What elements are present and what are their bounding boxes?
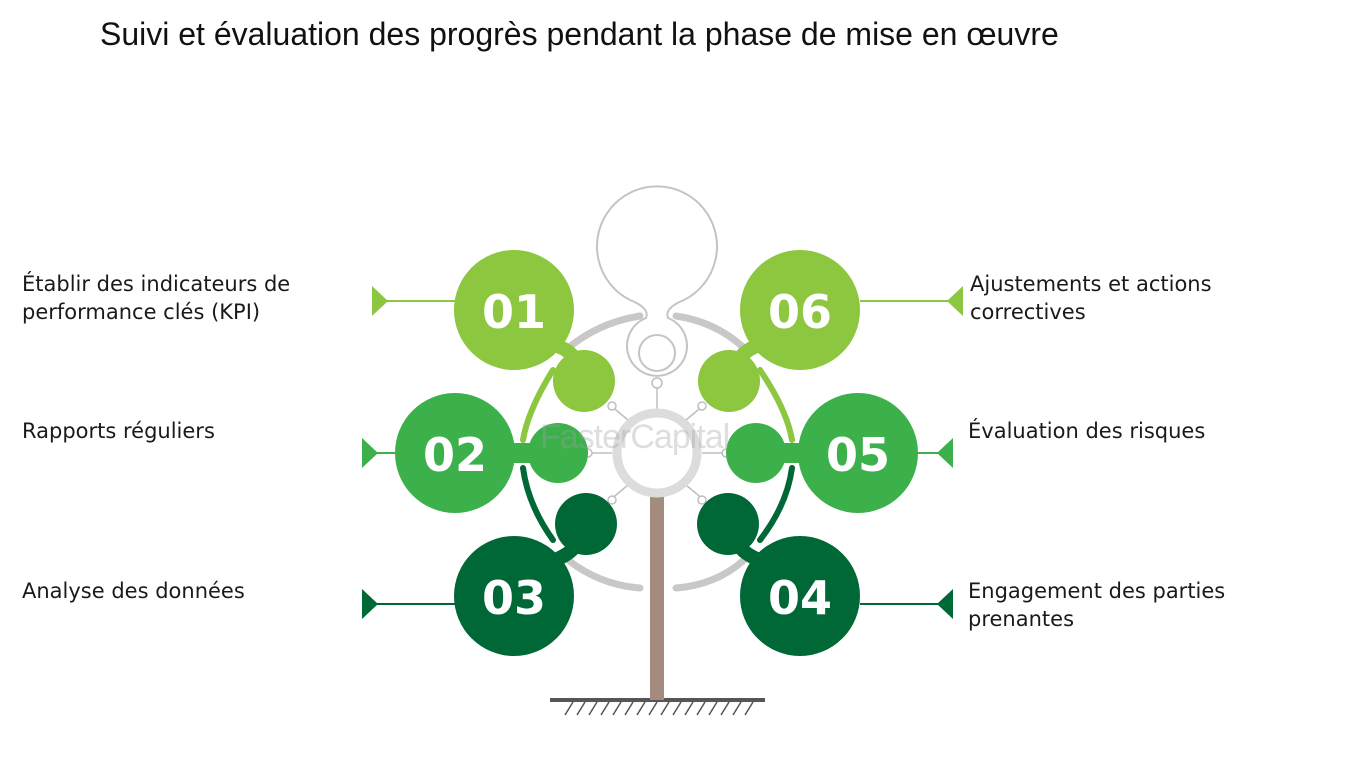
step-node-06: 06 — [698, 250, 963, 412]
step-label-05: Évaluation des risques — [968, 419, 1206, 443]
step-number-01: 01 — [482, 285, 546, 339]
step-node-04: 04 — [697, 493, 953, 656]
step-label-01: Établir des indicateurs de performance c… — [22, 272, 291, 324]
grey-arcs — [564, 312, 748, 592]
top-outline-bulb — [596, 185, 718, 377]
step-label-02: Rapports réguliers — [22, 419, 215, 443]
step-number-06: 06 — [768, 285, 832, 339]
step-node-03: 03 — [362, 493, 617, 656]
step-label-06: Ajustements et actions correctives — [970, 272, 1212, 324]
step-number-02: 02 — [423, 428, 487, 482]
step-number-04: 04 — [768, 571, 832, 625]
step-node-01: 01 — [372, 250, 615, 412]
green-vines — [520, 367, 795, 543]
step-number-03: 03 — [482, 571, 546, 625]
step-node-02: 02 — [362, 393, 588, 513]
watermark-logo: FasterCapital — [540, 418, 730, 456]
step-label-03: Analyse des données — [22, 579, 245, 603]
step-number-05: 05 — [826, 428, 890, 482]
center-ring — [612, 408, 702, 498]
tree-trunk — [650, 492, 664, 700]
ground-hatch — [564, 701, 754, 716]
step-label-04: Engagement des parties prenantes — [968, 579, 1226, 631]
step-node-05: 05 — [726, 393, 953, 513]
page-title: Suivi et évaluation des progrès pendant … — [100, 16, 1059, 52]
